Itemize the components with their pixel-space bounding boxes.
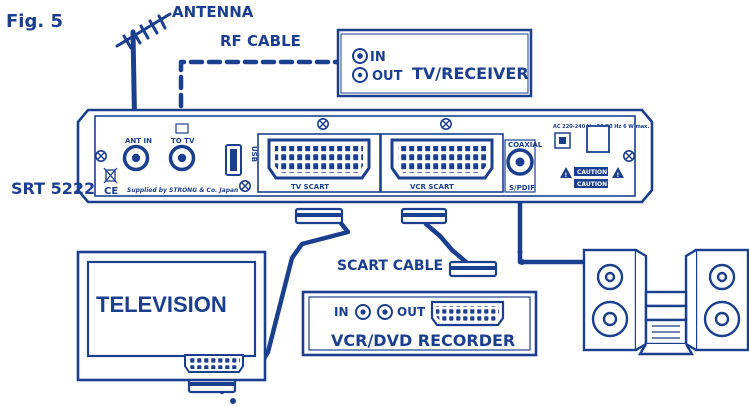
screw-icon: [439, 118, 453, 130]
vcr-dvd-recorder: IN OUT VCR/DVD RECORDER: [301, 290, 538, 357]
vcr-scart-port: VCR SCART: [380, 133, 504, 193]
tv-receiver-in-label: IN: [370, 50, 386, 65]
svg-text:!: !: [565, 172, 568, 179]
coaxial-connector: [506, 148, 534, 176]
screw-icon: [622, 150, 636, 162]
vcr-out-label: OUT: [397, 305, 426, 319]
rca-jack-icon: [352, 48, 368, 64]
caution-label-2: CAUTION: [577, 181, 607, 188]
receiver-rear-panel: ANT IN TO TV USB TV SCART: [76, 108, 654, 204]
rca-jack-icon: [355, 304, 371, 320]
coaxial-label: COAXIAL: [508, 141, 543, 149]
tv-scart-port: TV SCART: [257, 133, 381, 193]
tv-scart-socket: [184, 354, 244, 373]
ce-mark-icon: CE: [104, 186, 118, 197]
scart-plug-icon: [400, 207, 448, 225]
warning-triangle-icon: !: [612, 167, 624, 179]
scart-plug-icon: [448, 260, 498, 278]
rca-jack-icon: [377, 304, 393, 320]
warning-triangle-icon: !: [560, 167, 572, 179]
vcr-title: VCR/DVD RECORDER: [331, 331, 515, 350]
tv-receiver: IN OUT TV/RECEIVER: [336, 28, 533, 98]
antenna-icon: [115, 12, 172, 50]
television: TELEVISION: [76, 250, 267, 382]
tv-receiver-out-label: OUT: [372, 69, 403, 84]
figure-label: Fig. 5: [6, 11, 63, 32]
screw-icon: [316, 118, 330, 130]
tv-scart-label: TV SCART: [291, 183, 329, 191]
ant-in-label: ANT IN: [125, 137, 152, 145]
usb-port-icon: [225, 144, 242, 176]
svg-text:!: !: [617, 172, 620, 179]
television-title: TELEVISION: [96, 292, 227, 317]
antenna-label: ANTENNA: [172, 3, 254, 21]
vcr-scart-cable: [423, 221, 469, 265]
rf-cable-label: RF CABLE: [220, 32, 301, 50]
vcr-in-label: IN: [334, 305, 349, 319]
to-tv-label: TO TV: [171, 137, 195, 145]
rca-jack-icon: [352, 67, 368, 83]
tv-receiver-title: TV/RECEIVER: [412, 64, 529, 83]
scart-cable-label: SCART CABLE: [337, 258, 443, 274]
receiver-model-label: SRT 5222: [11, 179, 95, 198]
vcr-scart-label: VCR SCART: [410, 183, 454, 191]
ant-in-connector: [122, 144, 150, 172]
supplied-by-text: Supplied by STRONG & Co. Japan: [127, 187, 238, 194]
vcr-scart-socket: [430, 300, 505, 327]
caution-label-1: CAUTION: [577, 169, 607, 176]
usb-label: USB: [250, 146, 258, 162]
scart-plug-icon: [187, 376, 237, 394]
spdif-label: S/PDIF: [509, 184, 535, 192]
weee-bin-icon: [103, 167, 118, 184]
to-tv-connector: [168, 144, 196, 172]
scart-plug-icon: [294, 207, 344, 225]
screw-icon: [95, 150, 107, 162]
screw-icon: [239, 180, 251, 192]
hifi-system-icon: [582, 248, 749, 356]
